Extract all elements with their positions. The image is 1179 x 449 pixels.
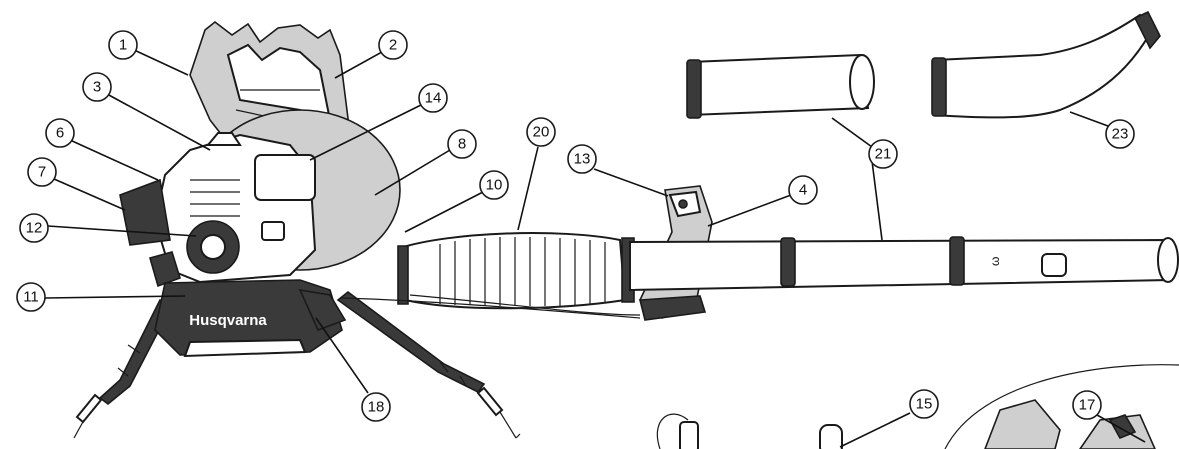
callout-4: 4 bbox=[788, 175, 818, 205]
callout-15: 15 bbox=[909, 389, 939, 419]
callout-label: 21 bbox=[875, 146, 892, 163]
callout-label: 17 bbox=[1079, 397, 1096, 414]
harness-straps bbox=[73, 290, 521, 439]
callout-label: 11 bbox=[23, 289, 39, 306]
callout-label: 15 bbox=[916, 396, 933, 413]
callout-14: 14 bbox=[418, 83, 448, 113]
callout-label: 23 bbox=[1112, 126, 1129, 143]
callout-7: 7 bbox=[27, 157, 57, 187]
callout-1: 1 bbox=[108, 30, 138, 60]
callout-10: 10 bbox=[479, 170, 509, 200]
callout-label: 4 bbox=[799, 182, 807, 199]
frame-base: Husqvarna bbox=[154, 279, 347, 358]
svg-text:ω: ω bbox=[988, 257, 1002, 266]
callout-label: 2 bbox=[389, 37, 397, 54]
callout-2: 2 bbox=[378, 30, 408, 60]
callout-17: 17 bbox=[1072, 390, 1102, 420]
callout-label: 3 bbox=[93, 79, 101, 96]
bottom-parts bbox=[656, 364, 1179, 449]
callout-6: 6 bbox=[45, 118, 75, 148]
callout-label: 8 bbox=[458, 136, 466, 153]
callout-label: 1 bbox=[119, 37, 127, 54]
callout-label: 7 bbox=[38, 164, 46, 181]
callout-8: 8 bbox=[447, 129, 477, 159]
flexible-hose bbox=[397, 232, 635, 310]
callout-label: 14 bbox=[425, 90, 442, 107]
callout-label: 18 bbox=[368, 399, 385, 416]
callout-20: 20 bbox=[526, 117, 556, 147]
callout-21: 21 bbox=[868, 139, 898, 169]
callout-3: 3 bbox=[82, 72, 112, 102]
callout-13: 13 bbox=[567, 144, 597, 174]
brand-logo-text: Husqvarna bbox=[189, 312, 267, 329]
leader-lines bbox=[44, 48, 1146, 448]
callout-label: 10 bbox=[486, 177, 503, 194]
callout-label: 6 bbox=[56, 125, 64, 142]
round-nozzle bbox=[686, 53, 875, 119]
callout-label: 13 bbox=[574, 151, 591, 168]
callout-23: 23 bbox=[1105, 119, 1135, 149]
callout-label: 12 bbox=[26, 220, 43, 237]
engine-assembly bbox=[119, 109, 401, 288]
callout-12: 12 bbox=[19, 213, 49, 243]
straight-blower-tube: ω bbox=[629, 236, 1179, 292]
callout-18: 18 bbox=[361, 392, 391, 422]
callout-label: 20 bbox=[533, 124, 550, 141]
callout-11: 11 bbox=[16, 282, 46, 312]
flat-nozzle bbox=[931, 10, 1161, 119]
